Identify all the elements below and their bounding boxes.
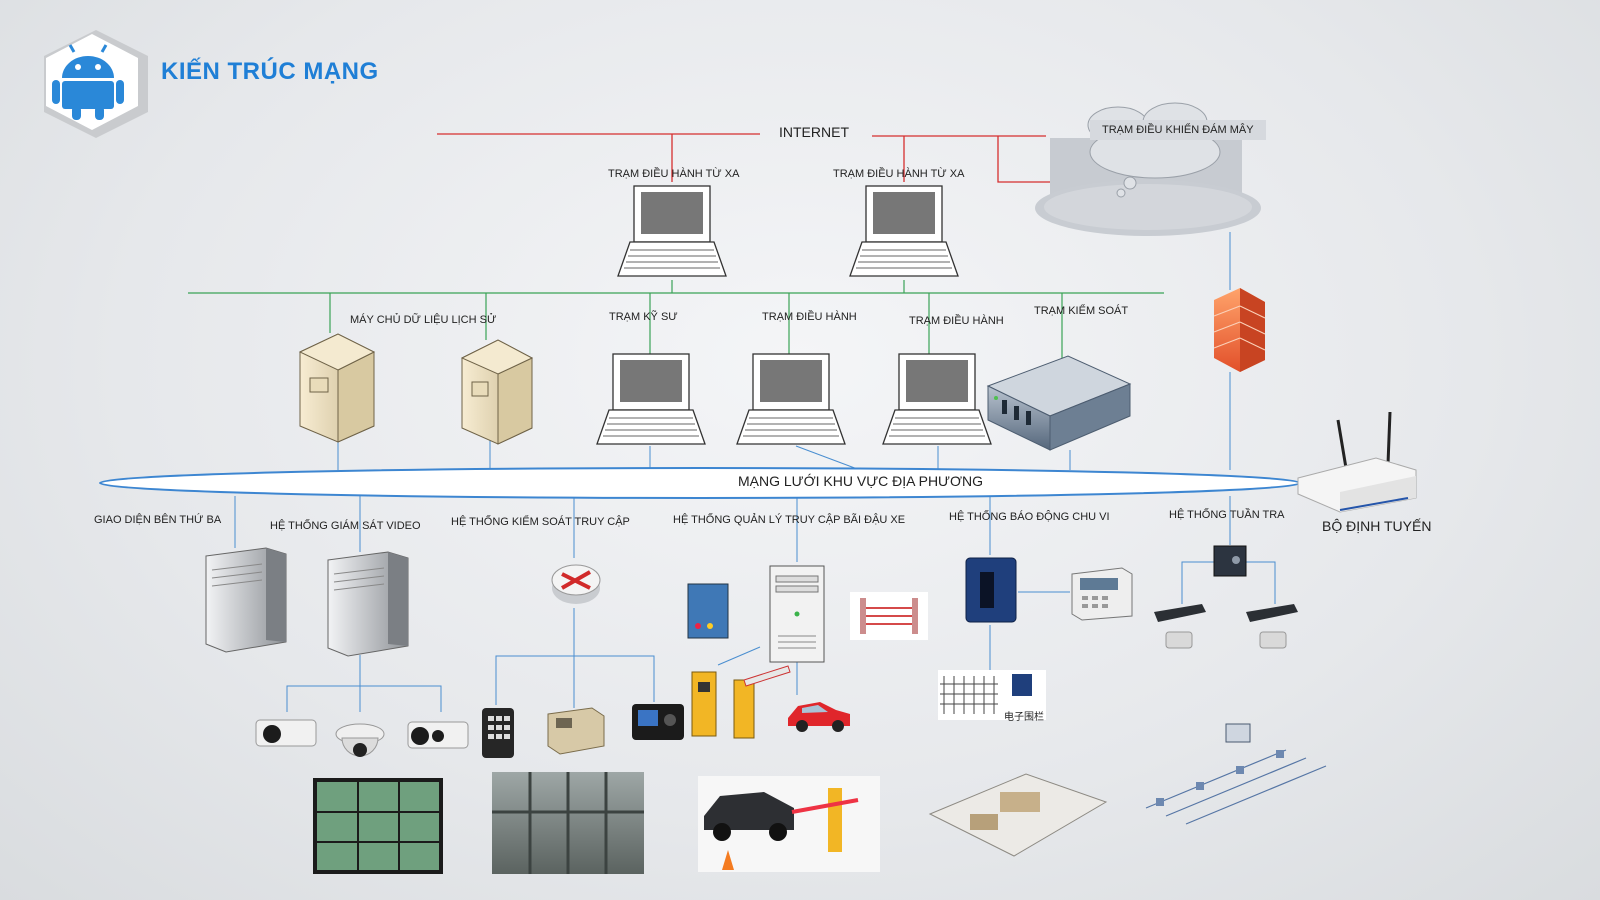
keypad-reader-icon — [482, 708, 514, 758]
device-lines — [234, 232, 1276, 712]
internet-label: INTERNET — [779, 124, 849, 140]
ir-beam-icon — [850, 592, 928, 640]
laptop-icon-engineer — [596, 353, 706, 445]
patrol-base-icon — [1213, 545, 1247, 577]
patrol-wand-icon-1 — [1154, 604, 1206, 649]
android-icon — [52, 44, 124, 120]
laptop-icon-operator-1 — [736, 353, 846, 445]
patrol-wand-icon-2 — [1246, 604, 1298, 649]
control-box-icon — [687, 583, 729, 639]
access-router-icon — [551, 564, 601, 604]
operator-station-label-2: TRẠM ĐIỀU HÀNH — [909, 315, 1004, 327]
tower-pc-icon-2 — [327, 551, 409, 657]
parking-gate-photo — [698, 776, 880, 872]
access-system-label: HỆ THỐNG KIỂM SOÁT TRUY CẬP — [451, 516, 630, 528]
router-label: BỘ ĐỊNH TUYẾN — [1322, 518, 1432, 534]
laptop-icon-remote-2 — [849, 185, 959, 277]
barrier-gate-icon — [733, 665, 791, 739]
backbone-line — [188, 280, 1164, 360]
lan-ring — [99, 467, 1301, 499]
fence-label: 电子围栏 — [1004, 712, 1044, 723]
server-icon-1 — [298, 333, 376, 443]
patrol-system-label: HỆ THỐNG TUẦN TRA — [1169, 509, 1285, 521]
alarm-controller-icon — [965, 557, 1017, 623]
server-icon-2 — [460, 339, 534, 445]
car-icon — [788, 702, 850, 732]
tower-pc-icon-1 — [205, 547, 287, 653]
perimeter-system-label: HỆ THỐNG BÁO ĐỘNG CHU VI — [949, 511, 1110, 523]
laptop-icon-remote-1 — [617, 185, 727, 277]
engineer-station-label: TRẠM KỸ SƯ — [609, 311, 678, 323]
control-station-label: TRẠM KIỂM SOÁT — [1034, 305, 1129, 317]
door-photo — [492, 772, 644, 874]
parking-system-label: HỆ THỐNG QUẢN LÝ TRUY CẬP BÃI ĐẬU XE — [673, 514, 906, 526]
router-icon — [1297, 411, 1417, 513]
bullet-camera-icon-1 — [255, 719, 317, 747]
internet-line — [437, 133, 1056, 183]
page-title: KIẾN TRÚC MẠNG — [161, 58, 379, 85]
alarm-keypad-icon — [1071, 567, 1133, 621]
electronic-fence-icon — [938, 670, 1046, 720]
operator-station-label-1: TRẠM ĐIỀU HÀNH — [762, 311, 857, 323]
remote-station-label-2: TRẠM ĐIỀU HÀNH TỪ XA — [833, 168, 965, 180]
ticket-machine-icon — [691, 671, 717, 737]
firewall-icon — [1213, 288, 1266, 372]
cloud-station-label: TRẠM ĐIỀU KHIỂN ĐÁM MÂY — [1090, 120, 1266, 140]
dome-camera-icon — [335, 723, 385, 757]
attendance-terminal-icon — [632, 704, 684, 740]
third-party-label: GIAO DIỆN BÊN THỨ BA — [94, 514, 222, 526]
parking-server-icon — [769, 565, 825, 663]
perimeter-site-photo — [928, 773, 1108, 857]
rack-server-icon — [986, 355, 1132, 451]
fingerprint-terminal-icon — [547, 707, 605, 755]
history-server-label: MÁY CHỦ DỮ LIỆU LỊCH SỬ — [350, 314, 497, 326]
bullet-camera-icon-2 — [407, 721, 469, 749]
remote-station-label-1: TRẠM ĐIỀU HÀNH TỪ XA — [608, 168, 740, 180]
video-system-label: HỆ THỐNG GIÁM SÁT VIDEO — [270, 520, 421, 532]
laptop-icon-operator-2 — [882, 353, 992, 445]
lan-label: MẠNG LƯỚI KHU VỰC ĐỊA PHƯƠNG — [738, 473, 984, 489]
patrol-network-photo — [1145, 723, 1327, 825]
video-wall-photo — [313, 778, 443, 874]
